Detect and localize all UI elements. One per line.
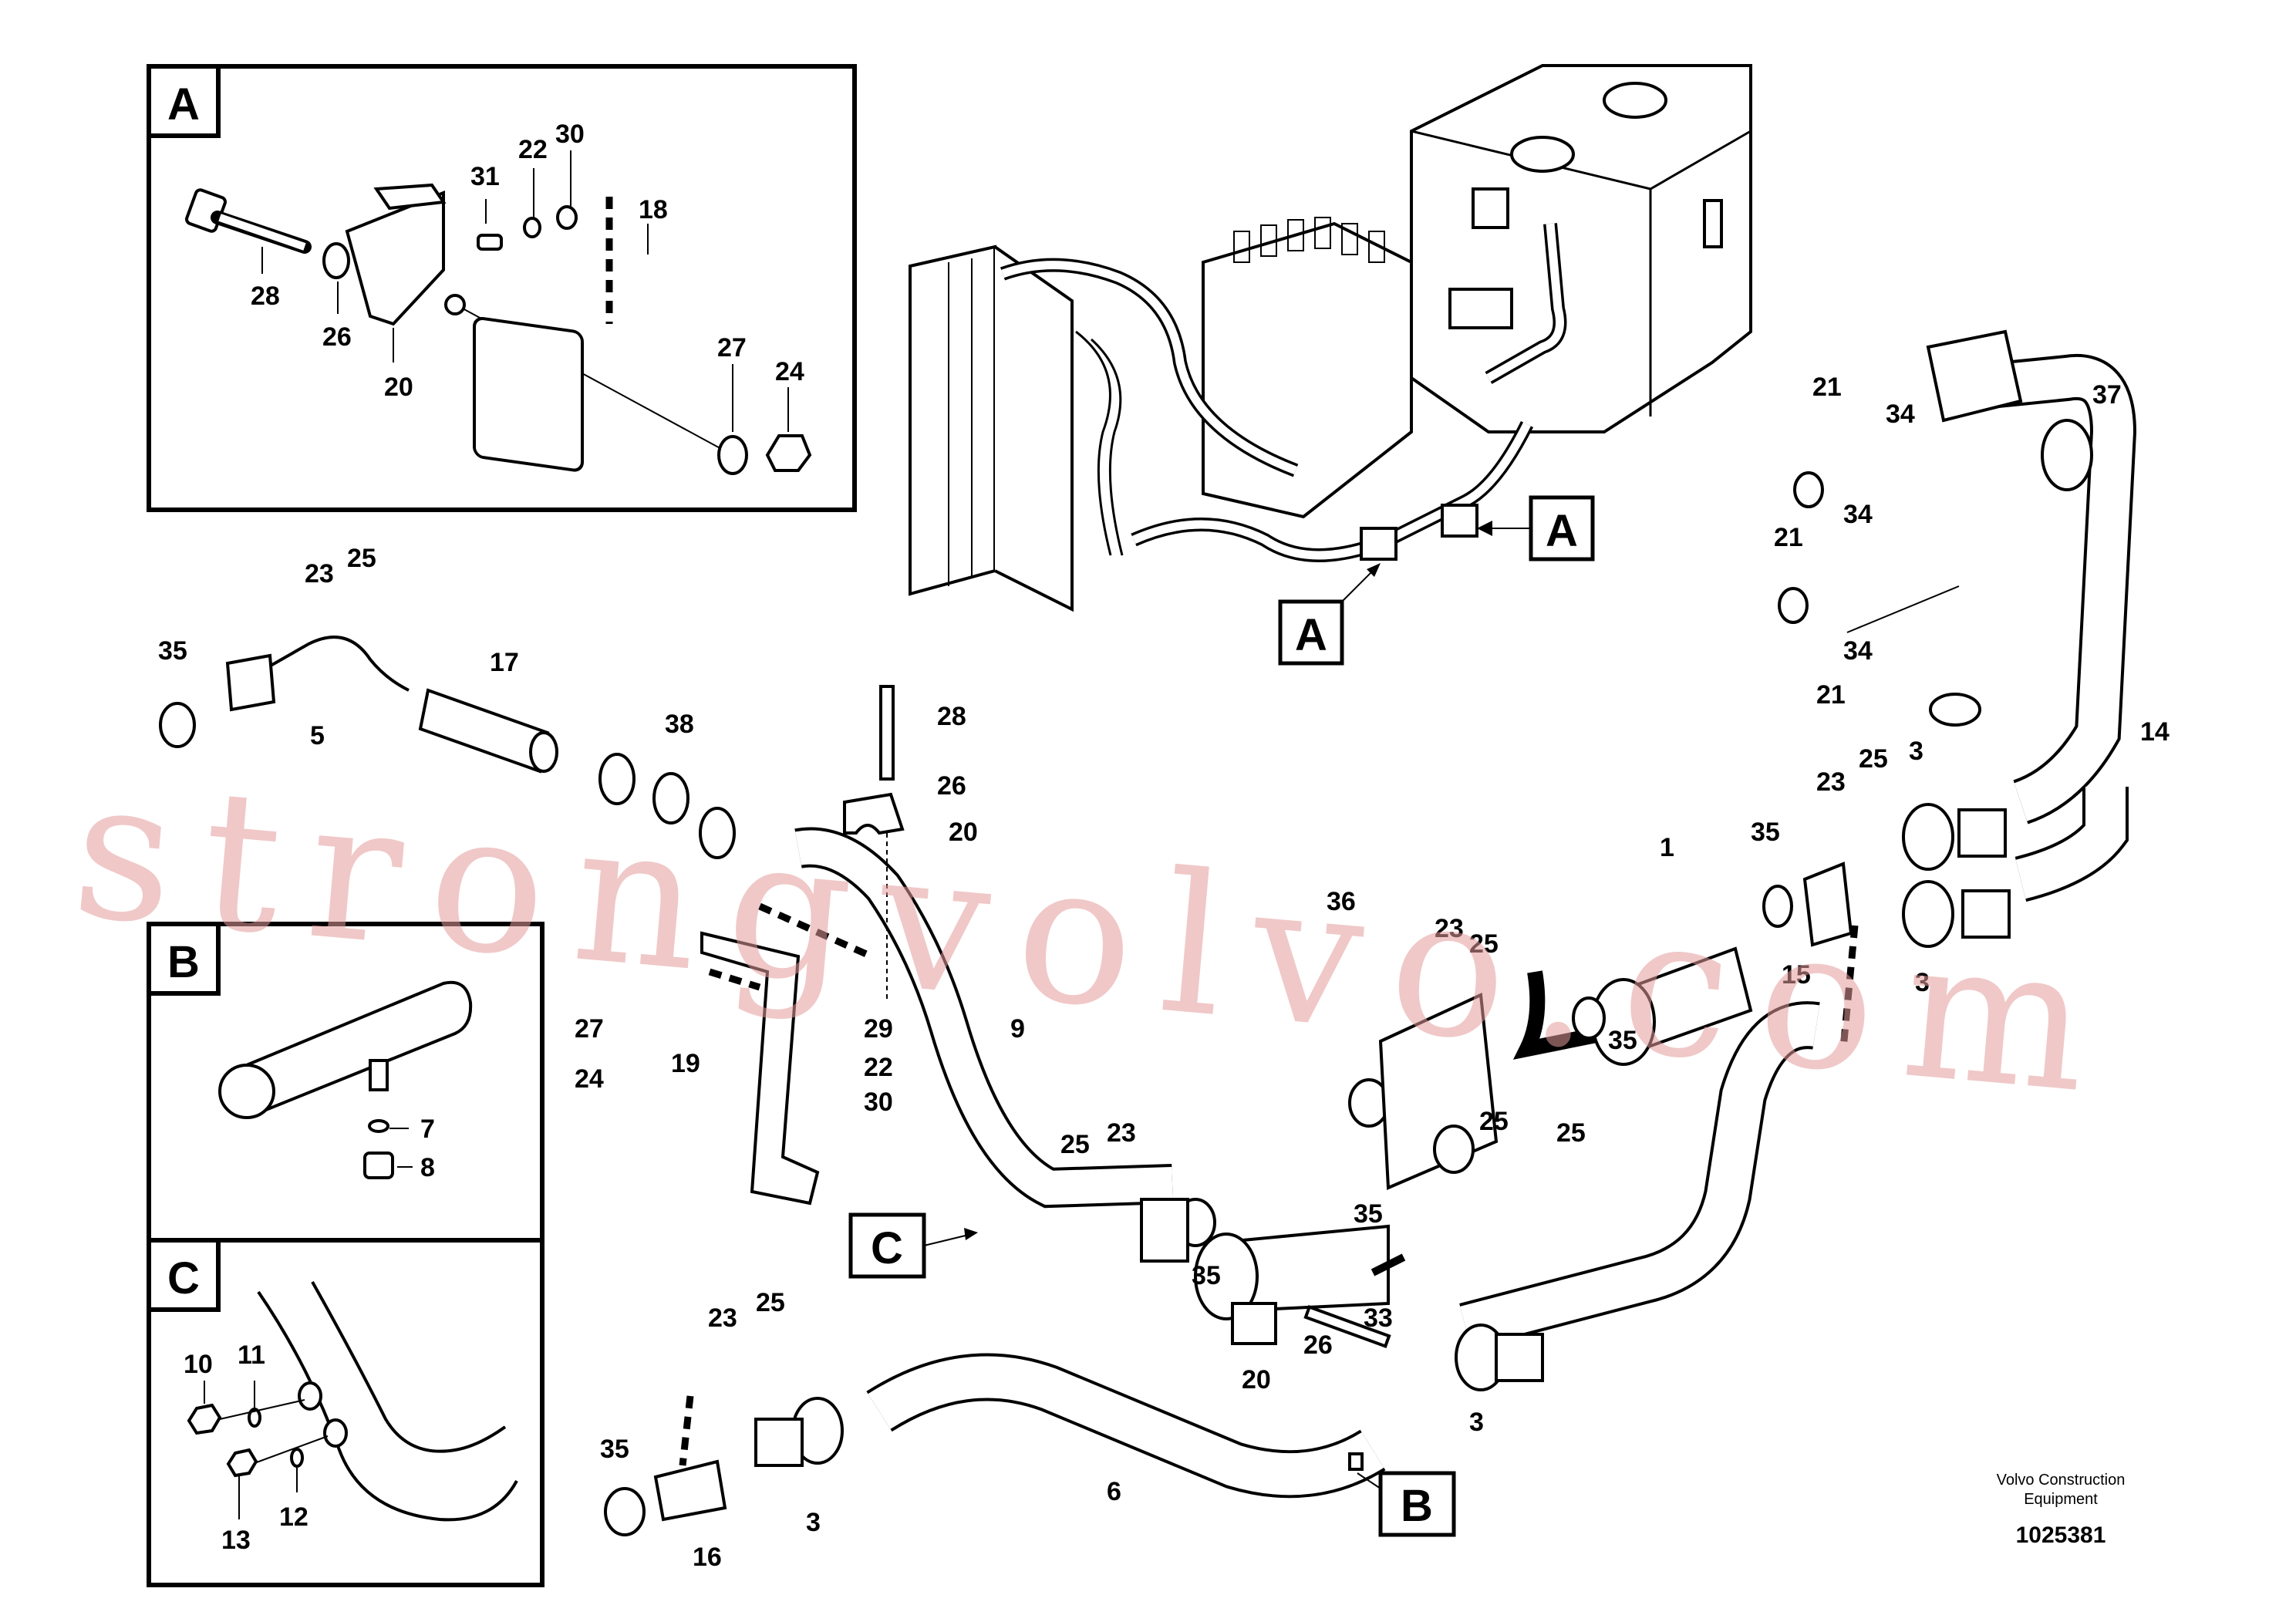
- svg-text:B: B: [1401, 1481, 1433, 1531]
- machine-assembly: [909, 64, 1752, 612]
- callout-number: 36: [1327, 887, 1356, 916]
- callout-number: 34: [1843, 636, 1873, 666]
- svg-text:A: A: [1546, 506, 1578, 556]
- callout-number: 20: [384, 373, 413, 402]
- detail-view-a: A: [147, 64, 857, 512]
- callout-number: 18: [639, 195, 668, 224]
- callout-number: 11: [238, 1340, 265, 1370]
- callout-number: 20: [1242, 1365, 1271, 1394]
- callout-number: 30: [555, 120, 585, 149]
- callout-number: 3: [1915, 968, 1930, 997]
- callout-number: 13: [221, 1526, 251, 1555]
- callout-number: 31: [470, 162, 500, 191]
- brand-line-1: Volvo Construction: [1997, 1472, 2126, 1489]
- bolt-28-shape: [185, 183, 812, 475]
- callout-number: 3: [806, 1508, 821, 1537]
- brand-block: Volvo Construction Equipment 1025381: [1997, 1472, 2126, 1548]
- main-callouts: 21 34 37 21 34 34 21 32 14 23 25 35 5 17…: [158, 373, 2170, 1572]
- callout-number: 20: [949, 818, 978, 847]
- callout-number: 25: [756, 1288, 785, 1317]
- callout-number: 26: [1303, 1330, 1333, 1360]
- view-marker-c: C: [848, 1212, 978, 1279]
- callout-number: 6: [1107, 1477, 1121, 1506]
- callout-number: 12: [279, 1502, 308, 1532]
- callout-number: 35: [158, 636, 187, 666]
- detail-c-letter: C: [167, 1253, 200, 1303]
- callout-number: 10: [184, 1350, 213, 1379]
- detail-a-leaders: [261, 150, 789, 432]
- callout-number: 35: [1354, 1199, 1383, 1229]
- callout-number: 21: [1774, 523, 1803, 552]
- detail-b-letter: B: [167, 937, 200, 987]
- callout-number: 23: [305, 559, 334, 588]
- callout-number: 26: [937, 771, 966, 801]
- callout-number: 26: [322, 322, 352, 352]
- callout-number: 25: [1556, 1118, 1586, 1148]
- callout-number: 37: [2092, 380, 2122, 410]
- view-marker-a-bottom: A: [1278, 563, 1381, 666]
- callout-number: 34: [1886, 400, 1915, 429]
- callout-number: 35: [600, 1435, 629, 1464]
- callout-number: 21: [1812, 373, 1842, 402]
- callout-number: 25: [1469, 929, 1499, 959]
- detail-view-b: B 7 8: [147, 922, 544, 1243]
- callout-number: 35: [1608, 1026, 1637, 1055]
- callout-number: 3: [1469, 1408, 1484, 1437]
- callout-number: 24: [575, 1064, 604, 1094]
- callout-number: 27: [575, 1014, 604, 1044]
- callout-number: 16: [693, 1543, 722, 1572]
- callout-number: 14: [2140, 717, 2170, 747]
- callout-number: 22: [518, 135, 548, 164]
- callout-number: 23: [1816, 767, 1846, 797]
- detail-view-c: C 10 11 12 13: [147, 1238, 544, 1587]
- callout-number: 21: [1816, 680, 1846, 710]
- callout-number: 25: [1859, 744, 1888, 774]
- callout-number: 15: [1782, 960, 1811, 990]
- callout-number: 9: [1010, 1014, 1025, 1044]
- callout-number: 35: [1751, 818, 1780, 847]
- callout-number: 29: [864, 1014, 893, 1044]
- callout-number: 25: [1060, 1130, 1090, 1159]
- document-number: 1025381: [2016, 1523, 2106, 1548]
- callout-number: 25: [1479, 1107, 1509, 1136]
- callout-number: 33: [1364, 1303, 1393, 1333]
- callout-number: 7: [420, 1114, 435, 1144]
- callout-number: 25: [347, 544, 376, 573]
- detail-a-letter: A: [167, 79, 200, 130]
- callout-number: 28: [251, 282, 280, 311]
- detail-a-labels: 28 26 20 31 22 30 18 27 24: [251, 120, 804, 402]
- callout-number: 1: [1660, 833, 1674, 862]
- callout-number: 28: [937, 702, 966, 731]
- brand-line-2: Equipment: [2024, 1491, 2098, 1508]
- callout-number: 3: [1909, 737, 1923, 766]
- callout-number: 5: [310, 721, 325, 750]
- callout-number: 34: [1843, 500, 1873, 529]
- callout-number: 38: [665, 710, 694, 739]
- callout-number: 24: [775, 357, 804, 386]
- callout-number: 19: [671, 1049, 700, 1078]
- svg-text:C: C: [871, 1223, 903, 1273]
- callout-number: 8: [420, 1153, 435, 1182]
- main-pipes: [159, 329, 2137, 1536]
- callout-number: 35: [1192, 1261, 1221, 1290]
- callout-number: 17: [490, 648, 519, 677]
- callout-number: 27: [717, 333, 747, 363]
- callout-number: 23: [1435, 914, 1464, 943]
- callout-number: 23: [1107, 1118, 1136, 1148]
- view-marker-a-top: A: [1477, 495, 1595, 561]
- callout-number: 22: [864, 1053, 893, 1082]
- view-marker-b: B: [1357, 1471, 1456, 1537]
- callout-number: 30: [864, 1088, 893, 1117]
- svg-text:A: A: [1295, 610, 1327, 660]
- callout-number: 23: [708, 1303, 737, 1333]
